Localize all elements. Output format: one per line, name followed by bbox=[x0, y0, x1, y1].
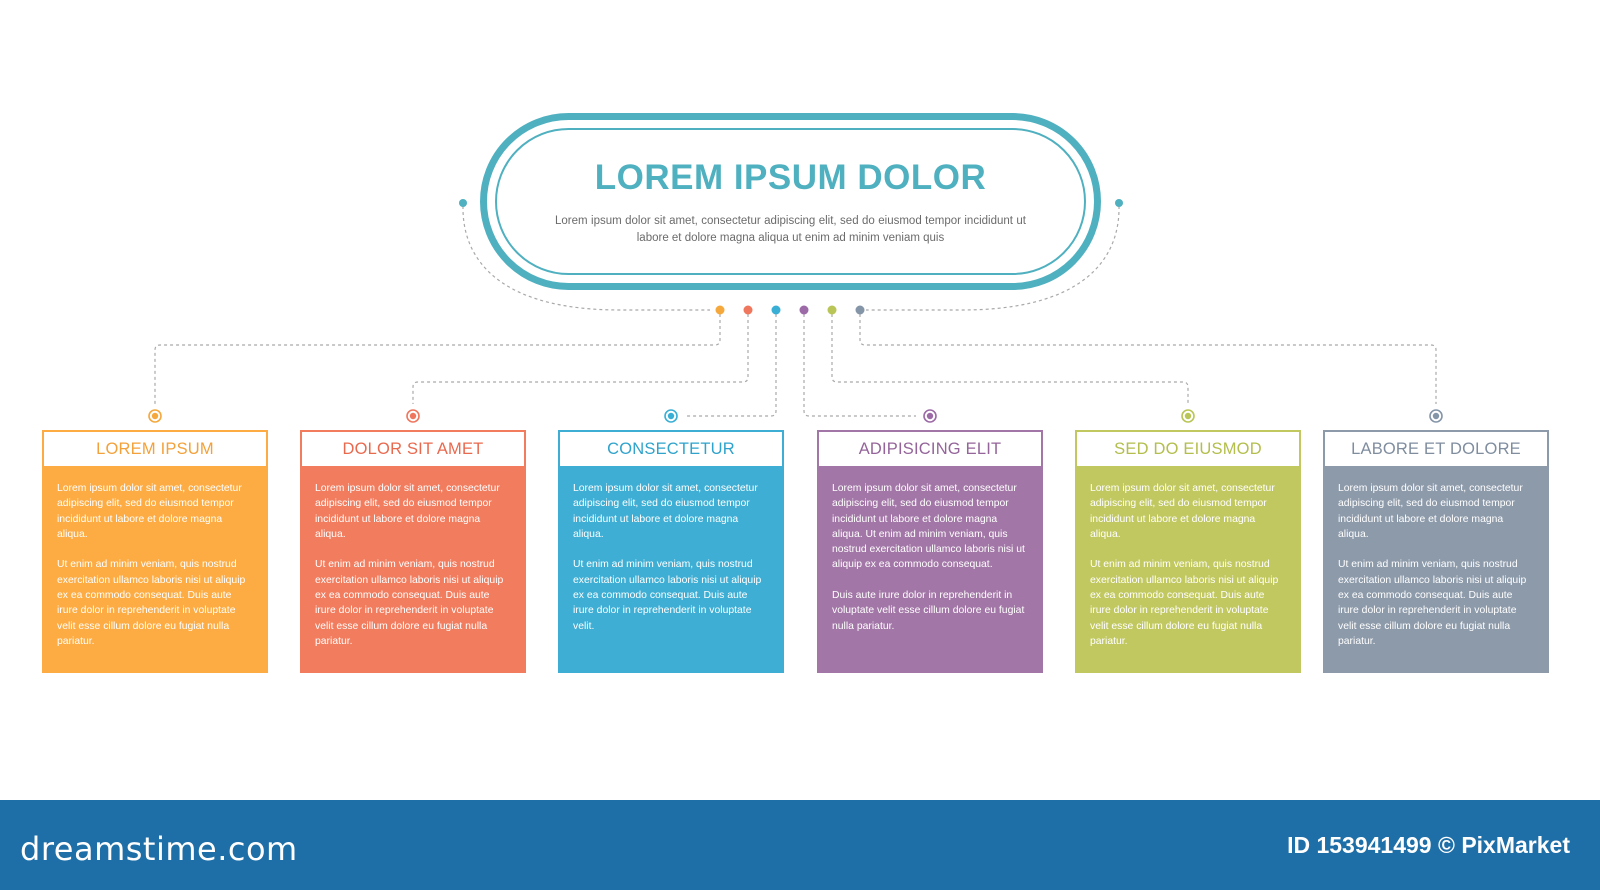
card-paragraph: Lorem ipsum dolor sit amet, consectetur … bbox=[1338, 483, 1523, 540]
main-title: LOREM IPSUM DOLOR bbox=[594, 158, 987, 197]
connector-dot bbox=[827, 305, 837, 315]
card-paragraph: Ut enim ad minim veniam, quis nostrud ex… bbox=[1090, 559, 1279, 647]
connector-line bbox=[859, 314, 1437, 404]
footer-logo[interactable]: dreamstime.com bbox=[20, 830, 298, 868]
card-title: SED DO EIUSMOD bbox=[1075, 430, 1301, 468]
connector-line bbox=[154, 314, 721, 404]
category-card: ADIPISICING ELIT Lorem ipsum dolor sit am… bbox=[817, 430, 1043, 673]
card-body: Lorem ipsum dolor sit amet, consectetur … bbox=[42, 468, 268, 673]
card-paragraph: Lorem ipsum dolor sit amet, consectetur … bbox=[57, 483, 242, 540]
title-frame-inner bbox=[495, 128, 1086, 275]
card-paragraph: Lorem ipsum dolor sit amet, consectetur … bbox=[315, 483, 500, 540]
card-paragraph: Ut enim ad minim veniam, quis nostrud ex… bbox=[315, 559, 504, 647]
card-paragraph: Duis aute irure dolor in reprehenderit i… bbox=[832, 590, 1025, 632]
connector-dot bbox=[743, 305, 753, 315]
card-title: DOLOR SIT AMET bbox=[300, 430, 526, 468]
connector-dot bbox=[799, 305, 809, 315]
card-paragraph: Ut enim ad minim veniam, quis nostrud ex… bbox=[1338, 559, 1527, 647]
header-endpoint-dot bbox=[1115, 199, 1123, 207]
card-paragraph: Lorem ipsum dolor sit amet, consectetur … bbox=[573, 483, 758, 540]
connector-line bbox=[803, 314, 916, 417]
org-diagram: LOREM IPSUM DOLOR Lorem ipsum dolor sit … bbox=[42, 113, 1549, 673]
card-body: Lorem ipsum dolor sit amet, consectetur … bbox=[1323, 468, 1549, 673]
connector-line bbox=[462, 205, 710, 311]
connector-line bbox=[831, 314, 1189, 404]
card-anchor-dot bbox=[1184, 412, 1192, 420]
connector-dot bbox=[771, 305, 781, 315]
connector-line bbox=[412, 314, 749, 404]
category-card: LABORE ET DOLORE Lorem ipsum dolor sit am… bbox=[1323, 430, 1549, 673]
card-body: Lorem ipsum dolor sit amet, consectetur … bbox=[300, 468, 526, 673]
card-anchor-dot bbox=[1432, 412, 1440, 420]
connector-line bbox=[866, 205, 1120, 311]
card-anchor-dot bbox=[151, 412, 159, 420]
title-frame bbox=[480, 113, 1101, 290]
image-id: ID 153941499 © PixMarket bbox=[1287, 832, 1570, 858]
card-body: Lorem ipsum dolor sit amet, consectetur … bbox=[817, 468, 1043, 673]
card-title: LOREM IPSUM bbox=[42, 430, 268, 468]
card-anchor-dot bbox=[926, 412, 934, 420]
card-paragraph: Lorem ipsum dolor sit amet, consectetur … bbox=[1090, 483, 1275, 540]
category-card: SED DO EIUSMOD Lorem ipsum dolor sit amet… bbox=[1075, 430, 1301, 673]
connector-lines bbox=[148, 199, 1443, 423]
main-description: Lorem ipsum dolor sit amet, consectetur … bbox=[555, 215, 1026, 244]
card-paragraph: Lorem ipsum dolor sit amet, consectetur … bbox=[832, 483, 1025, 571]
header-endpoint-dot bbox=[459, 199, 467, 207]
category-card: LOREM IPSUM Lorem ipsum dolor sit amet, c… bbox=[42, 430, 268, 673]
category-card: CONSECTETUR Lorem ipsum dolor sit amet, c… bbox=[558, 430, 784, 673]
card-anchor-dot bbox=[667, 412, 675, 420]
category-card: DOLOR SIT AMET Lorem ipsum dolor sit amet… bbox=[300, 430, 526, 673]
card-paragraph: Ut enim ad minim veniam, quis nostrud ex… bbox=[573, 559, 762, 632]
connector-dot bbox=[855, 305, 865, 315]
card-title: LABORE ET DOLORE bbox=[1323, 430, 1549, 468]
card-body: Lorem ipsum dolor sit amet, consectetur … bbox=[558, 468, 784, 673]
footer-bar: dreamstime.com ID 153941499 © PixMarket bbox=[0, 800, 1600, 890]
card-paragraph: Ut enim ad minim veniam, quis nostrud ex… bbox=[57, 559, 246, 647]
connector-dot bbox=[715, 305, 725, 315]
connector-line bbox=[685, 314, 777, 417]
card-body: Lorem ipsum dolor sit amet, consectetur … bbox=[1075, 468, 1301, 673]
card-anchor-dot bbox=[409, 412, 417, 420]
card-title: ADIPISICING ELIT bbox=[817, 430, 1043, 468]
card-title: CONSECTETUR bbox=[558, 430, 784, 468]
